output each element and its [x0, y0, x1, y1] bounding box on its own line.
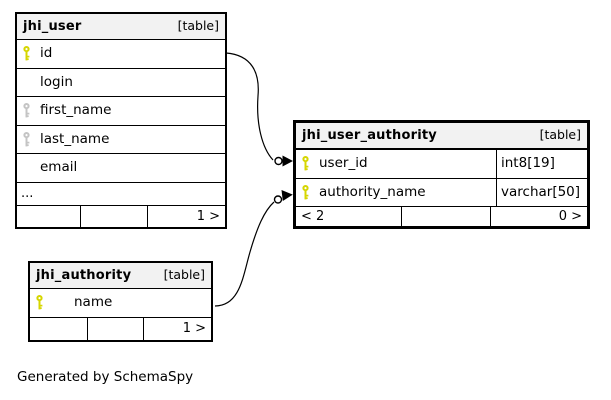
- column-row-login: login: [17, 69, 225, 97]
- index-key-icon: [21, 103, 32, 118]
- pager-cell-parents-count: < 2: [301, 209, 325, 224]
- primary-key-icon: [34, 295, 45, 310]
- column-label: first_name: [40, 102, 112, 118]
- primary-key-icon: [300, 184, 311, 200]
- table-title[interactable]: jhi_user_authority: [302, 128, 437, 143]
- fk-curve-user-id-to-user-authority: [225, 52, 274, 161]
- column-row-last-name: last_name: [17, 126, 225, 154]
- column-label: user_id: [319, 155, 368, 171]
- pager-cell: [401, 207, 490, 226]
- table-node-jhi-user[interactable]: jhi_user [table] id login: [15, 12, 227, 229]
- table-title[interactable]: jhi_user: [23, 19, 82, 34]
- column-row-user-id: user_id int8[19]: [296, 150, 587, 179]
- relationship-pager: 1 >: [17, 206, 225, 227]
- table-node-jhi-user-authority[interactable]: jhi_user_authority [table] user_id int8[…: [293, 120, 590, 229]
- key-icon-placeholder: [21, 75, 32, 90]
- fk-arrowhead-authority-name: [281, 190, 293, 201]
- primary-key-icon: [21, 46, 32, 61]
- pager-cell-children-count: 0 >: [490, 207, 587, 226]
- more-columns-ellipsis: ...: [17, 183, 225, 206]
- column-label: authority_name: [319, 183, 426, 200]
- table-type-tag: [table]: [177, 18, 219, 34]
- relationship-pager: 1 >: [30, 317, 211, 340]
- column-row-first-name: first_name: [17, 97, 225, 126]
- relationship-pager: < 2 0 >: [296, 207, 587, 226]
- pager-cell-children-count: 1 >: [147, 206, 225, 227]
- column-name-cell: user_id: [296, 150, 496, 178]
- fk-zero-or-more-circle: [273, 195, 283, 204]
- primary-key-icon: [300, 156, 311, 171]
- column-label: email: [40, 159, 78, 175]
- key-icon-placeholder: [21, 160, 32, 175]
- table-title[interactable]: jhi_authority: [36, 268, 132, 283]
- column-label: login: [40, 73, 73, 90]
- column-label: last_name: [40, 130, 110, 147]
- pager-cell: [87, 317, 143, 340]
- table-type-tag: [table]: [163, 267, 205, 283]
- column-name-cell: authority_name: [296, 179, 496, 207]
- index-key-icon: [21, 131, 32, 147]
- pager-cell: [30, 318, 87, 340]
- pager-cell: [17, 206, 80, 227]
- generator-caption: Generated by SchemaSpy: [17, 369, 194, 385]
- column-type-cell: varchar[50]: [496, 178, 587, 206]
- column-label: name: [74, 294, 113, 310]
- column-row-authority-name: authority_name varchar[50]: [296, 178, 587, 207]
- table-header-jhi-user-authority[interactable]: jhi_user_authority [table]: [296, 123, 587, 150]
- column-row-id: id: [17, 40, 225, 69]
- fk-zero-or-more-circle: [274, 156, 283, 166]
- pager-cell: [80, 206, 147, 227]
- table-type-tag: [table]: [539, 127, 581, 143]
- column-type-cell: int8[19]: [496, 150, 587, 178]
- column-label: id: [40, 45, 53, 61]
- column-row-name: name: [30, 289, 211, 318]
- pager-cell-children-count: 1 >: [143, 317, 211, 340]
- table-header-jhi-user[interactable]: jhi_user [table]: [17, 14, 225, 40]
- table-node-jhi-authority[interactable]: jhi_authority [table] name 1 >: [28, 261, 213, 342]
- table-header-jhi-authority[interactable]: jhi_authority [table]: [30, 263, 211, 289]
- fk-arrowhead-user-id: [282, 155, 293, 167]
- column-row-email: email: [17, 154, 225, 183]
